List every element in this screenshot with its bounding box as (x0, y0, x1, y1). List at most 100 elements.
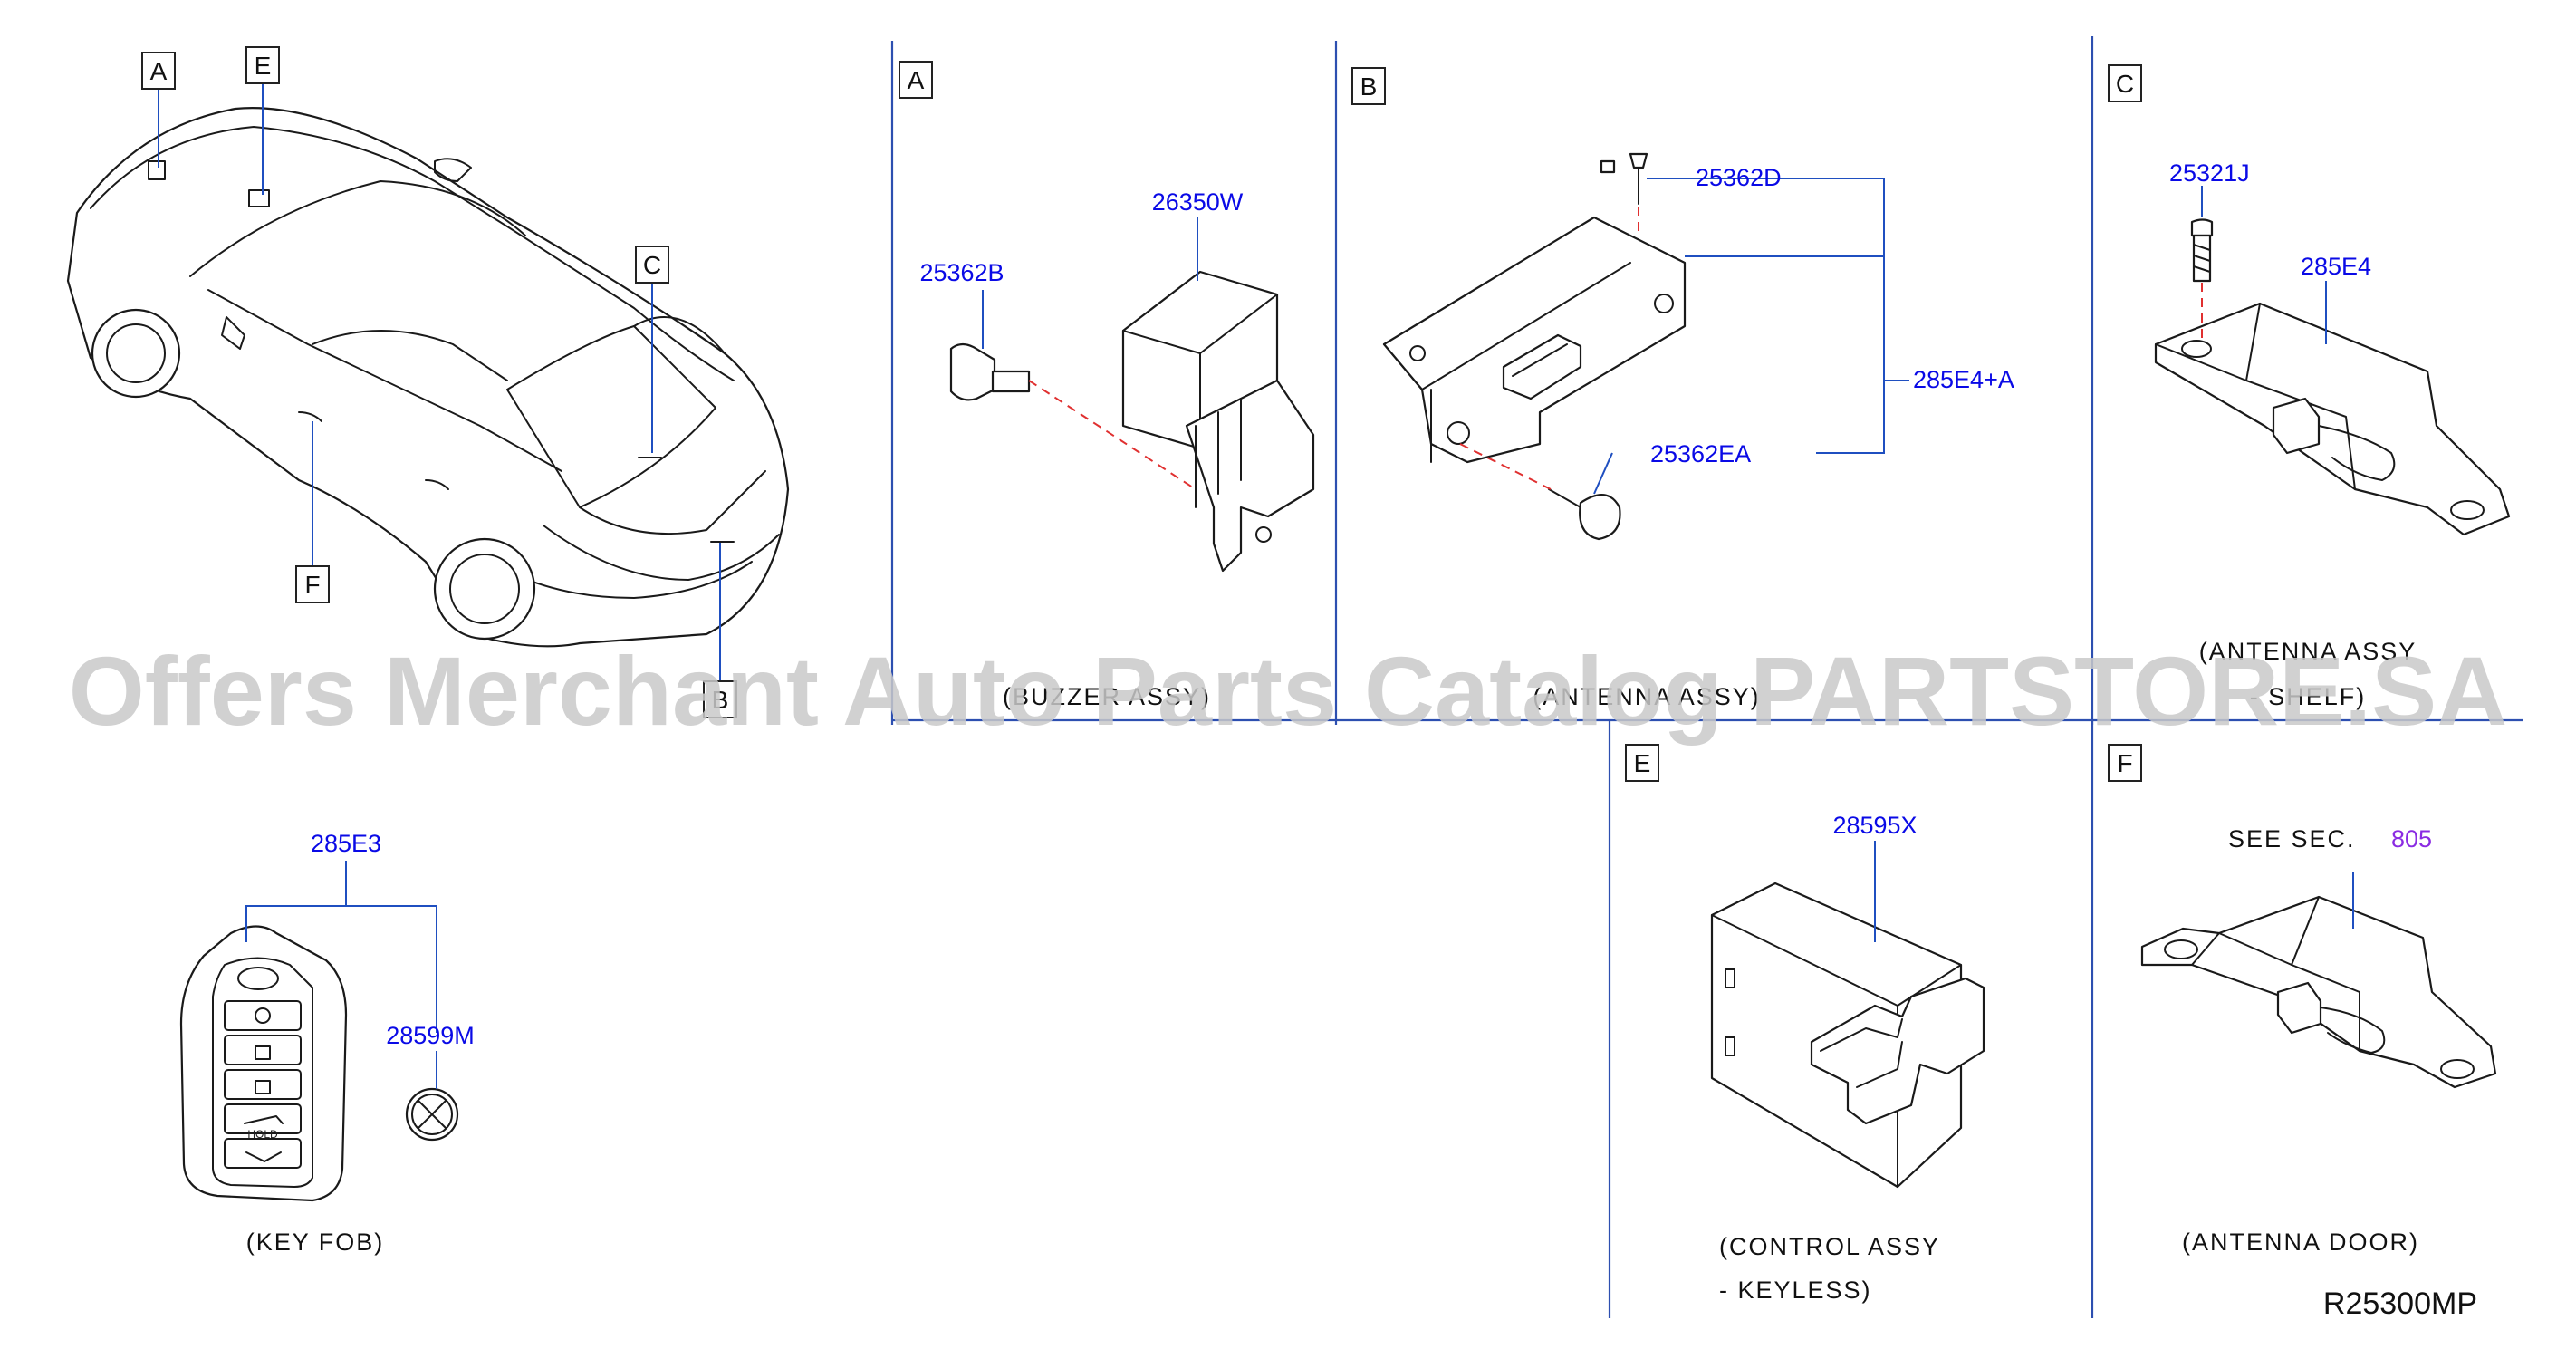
line-art (633, 316, 726, 354)
line-art (106, 323, 166, 383)
overview-label-c: C (635, 246, 669, 284)
panel-b-antenna: B 25362D 285E4+A 25362EA (ANTENNA ASSY) (1351, 67, 2014, 710)
line-art (425, 479, 449, 490)
label-text: F (304, 571, 320, 599)
line-art (1195, 398, 1242, 508)
line-art (2155, 343, 2356, 490)
line-art (207, 289, 562, 472)
line-art (298, 411, 322, 422)
line-art (248, 189, 270, 207)
line-art (179, 925, 348, 1202)
overview-label-b: B (703, 680, 737, 718)
line-art (2164, 939, 2198, 959)
line-art (1820, 1018, 1903, 1052)
line-art (2291, 896, 2320, 966)
line-art (244, 1115, 284, 1124)
line-art (2190, 218, 2214, 237)
panel-c-antenna-shelf: C 25321J 285E4 (ANTENNA ASSY - SHELF) (2108, 64, 2511, 710)
label-text: C (643, 251, 661, 279)
line-art (2318, 425, 2396, 481)
line-art (1625, 744, 1659, 782)
label-text: 26350W (1152, 188, 1244, 216)
line-art (1382, 216, 1687, 464)
line-art (1459, 443, 1552, 490)
label-text: 25321J (2169, 159, 2250, 187)
line-art (899, 61, 933, 99)
line-art (1692, 178, 1885, 454)
line-art (1810, 977, 1985, 1125)
line-art (506, 325, 716, 508)
line-art (579, 470, 766, 535)
hold-label: HOLD (247, 1128, 278, 1141)
line-art (224, 1103, 302, 1134)
line-art (224, 1000, 302, 1031)
label-text: E (1634, 749, 1651, 777)
label-text: A (908, 66, 925, 94)
line-art (411, 1094, 453, 1135)
line-art (1600, 159, 1616, 174)
line-art (2181, 340, 2212, 358)
line-art (66, 107, 790, 648)
line-art (255, 1045, 271, 1060)
line-art (245, 1151, 282, 1162)
line-art (212, 957, 313, 1188)
label-text: 25362EA (1650, 440, 1751, 467)
line-art (434, 158, 472, 182)
line-art (1725, 968, 1735, 988)
line-art (245, 46, 280, 84)
line-art (1447, 421, 1470, 445)
line-art (949, 342, 996, 401)
overview-label-a: A (141, 52, 176, 90)
label-text: 25362D (1696, 164, 1782, 191)
label-text: SEE SEC. (2228, 825, 2356, 853)
line-art (237, 967, 279, 990)
label-text: (BUZZER ASSY) (1003, 683, 1211, 710)
line-art (1725, 1036, 1735, 1056)
line-art (991, 370, 1031, 393)
label-text: 285E4 (2301, 253, 2371, 280)
line-art (635, 246, 669, 284)
car-overview: A E C F B (66, 46, 790, 718)
line-art (148, 160, 166, 180)
label-text: E (255, 52, 272, 80)
line-art (1409, 345, 1426, 361)
label-text: (KEY FOB) (246, 1229, 385, 1256)
line-art (224, 1035, 302, 1065)
label-text: B (712, 686, 729, 714)
label-text: A (150, 57, 168, 85)
label-text: 285E3 (311, 830, 381, 857)
line-art (1856, 1041, 1903, 1088)
panel-a-buzzer: A 26350W 25362B (BUZZER ASSY) (899, 61, 1315, 710)
label-text: - SHELF) (2250, 683, 2367, 710)
line-art (2440, 1059, 2475, 1079)
line-art (255, 1007, 271, 1024)
panel-f-antenna-door: F SEE SEC. 805 (ANTENNA DOOR) (2108, 744, 2497, 1256)
line-art (2154, 302, 2511, 536)
line-art (1512, 343, 1568, 377)
line-art (1579, 494, 1621, 541)
overview-label-e: E (245, 46, 280, 84)
label-text: C (2116, 70, 2134, 98)
line-art (2140, 895, 2497, 1089)
line-art (221, 316, 245, 350)
line-art (255, 1080, 271, 1094)
line-art (2450, 500, 2485, 520)
label-text: 285E4+A (1913, 366, 2014, 393)
label-text: F (2117, 749, 2132, 777)
label-text: (ANTENNA ASSY (2199, 638, 2417, 665)
panel-e-control: E 28595X (CONTROL ASSY - KEYLESS) (1625, 744, 1985, 1304)
line-art (1629, 152, 1648, 169)
line-art (2245, 303, 2261, 381)
line-art (543, 525, 780, 581)
label-text: - KEYLESS) (1719, 1277, 1872, 1304)
line-art (449, 554, 520, 624)
label-text: 28595X (1832, 812, 1917, 839)
line-art (2193, 244, 2211, 273)
label-text: B (1360, 72, 1378, 101)
label-text: 25362B (919, 259, 1004, 286)
label-text: (ANTENNA ASSY) (1533, 683, 1761, 710)
line-art (90, 126, 735, 381)
line-art (2272, 397, 2321, 455)
diagram-code: R25300MP (2323, 1286, 2477, 1321)
